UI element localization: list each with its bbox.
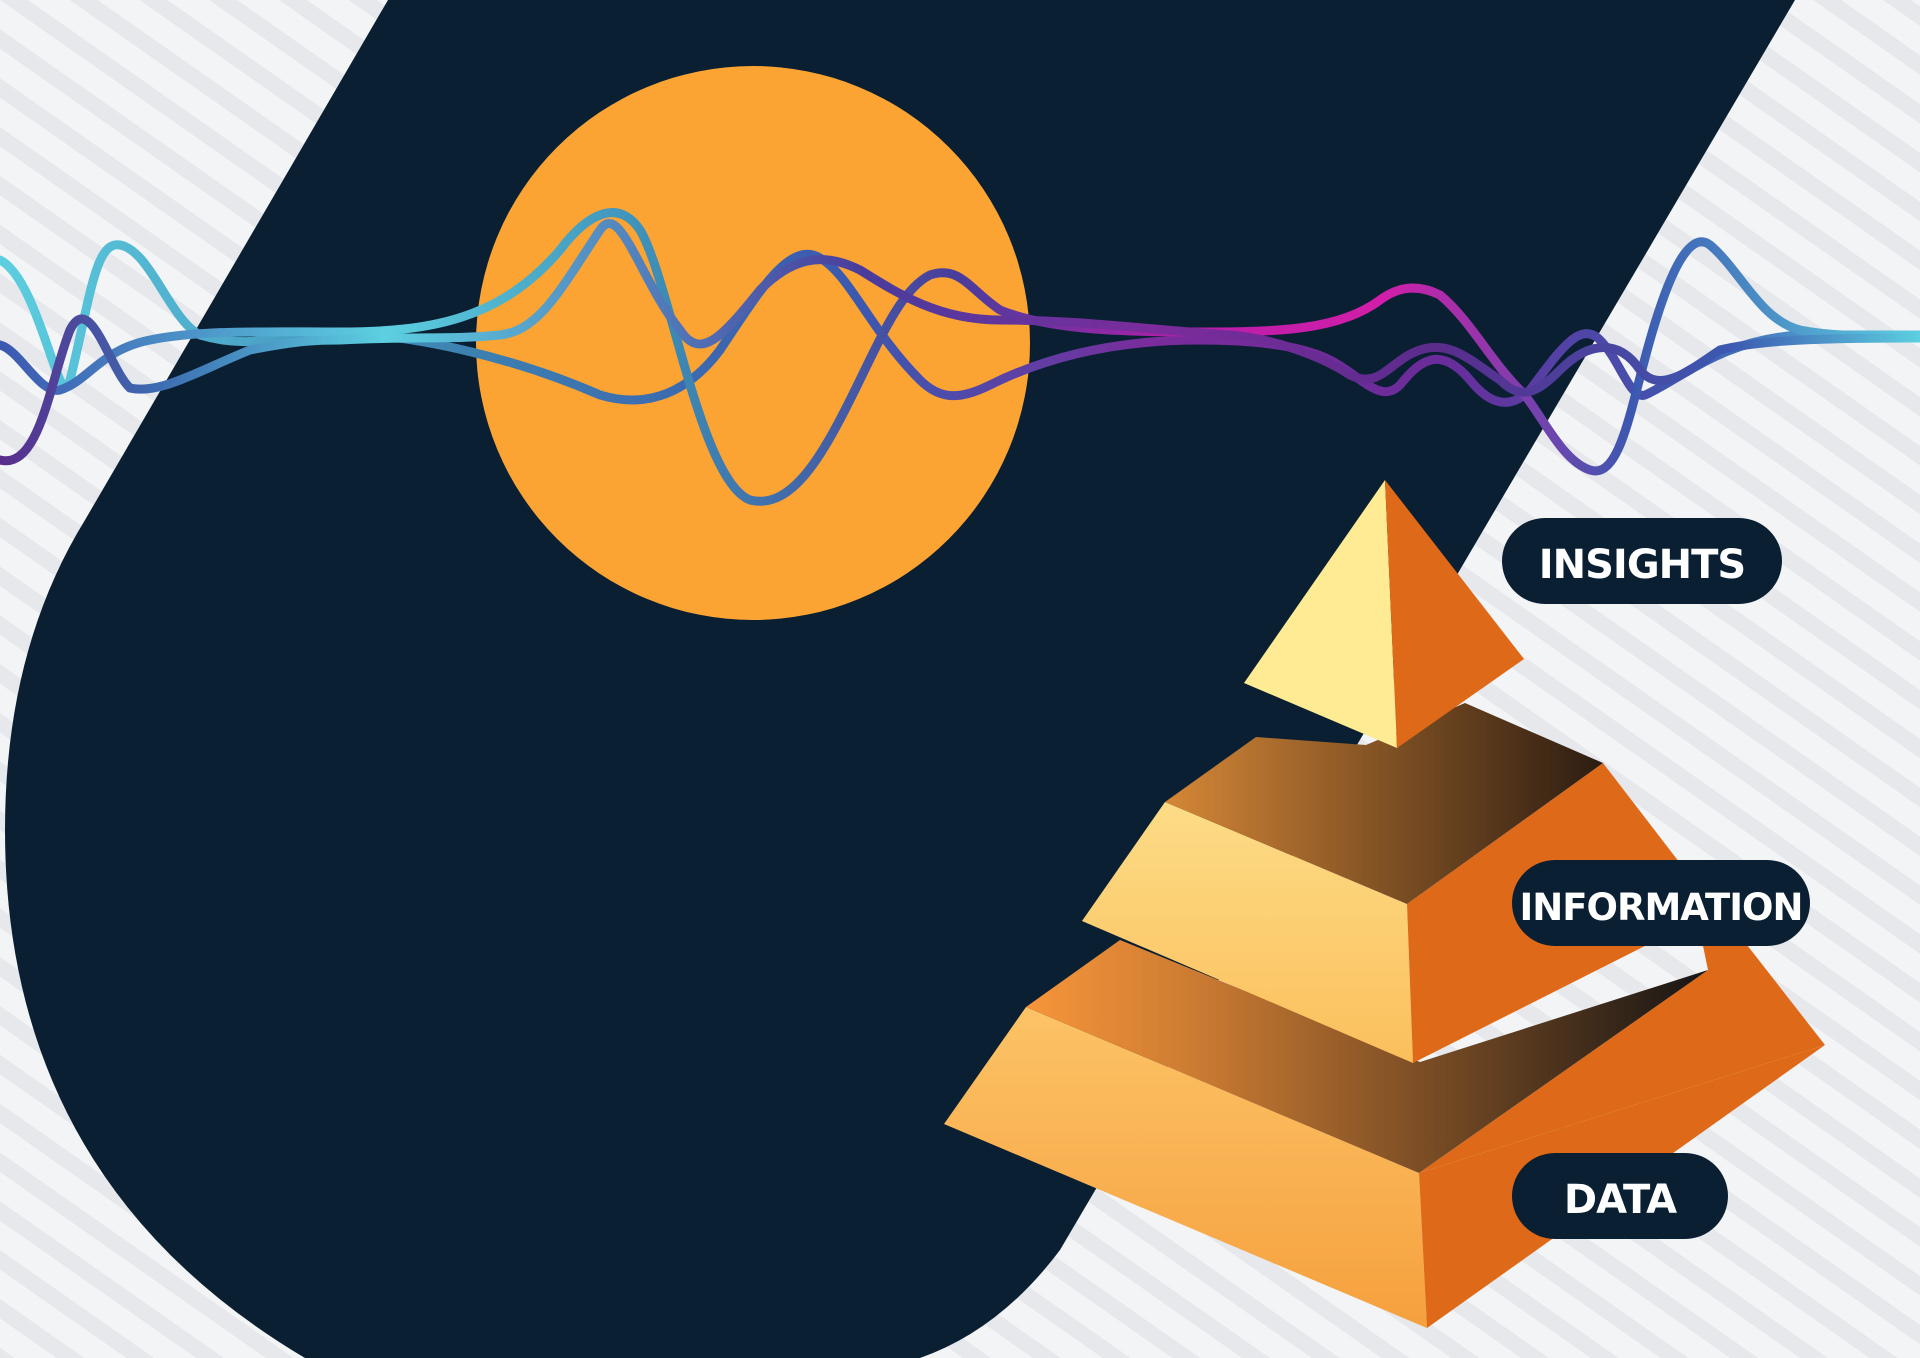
label-data: DATA [1512,1153,1728,1239]
label-insights: INSIGHTS [1502,518,1782,604]
pyramid-level-insights-right [1385,480,1524,748]
pyramid-level-data-front [944,1007,1427,1328]
pyramid-level-data-shade [1026,940,1708,1173]
pyramid-level-insights-front [1244,480,1397,748]
label-information: INFORMATION [1512,860,1810,946]
label-information-text: INFORMATION [1520,886,1803,929]
sun-circle-icon [476,66,1030,620]
pyramid-level-information-shade [1165,703,1603,904]
label-data-pill [1512,1153,1728,1239]
label-insights-text: INSIGHTS [1539,542,1745,588]
label-data-text: DATA [1564,1177,1677,1223]
pyramid-level-information-front [1082,802,1413,1063]
signal-waves-icon [0,208,1920,506]
label-insights-pill [1502,518,1782,604]
label-information-pill [1512,860,1810,946]
